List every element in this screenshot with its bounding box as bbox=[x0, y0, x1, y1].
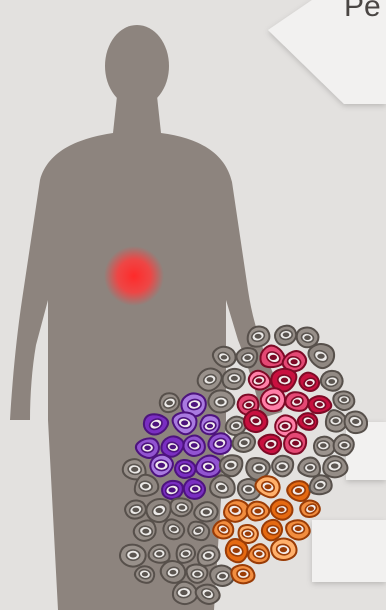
nucleus-core bbox=[220, 527, 226, 531]
nucleus-core bbox=[317, 354, 324, 359]
nucleus-core bbox=[152, 422, 159, 427]
nucleus-core bbox=[129, 553, 136, 558]
nucleus-core bbox=[280, 547, 287, 552]
nucleus-core bbox=[219, 574, 226, 579]
nucleus-core bbox=[308, 507, 314, 511]
nucleus-core bbox=[341, 398, 347, 402]
nucleus-core bbox=[207, 424, 213, 428]
nucleus-core bbox=[279, 464, 286, 469]
nucleus-core bbox=[191, 402, 198, 407]
nucleus-core bbox=[292, 441, 299, 446]
nucleus-core bbox=[158, 463, 165, 468]
nucleus-core bbox=[203, 510, 210, 515]
nucleus-core bbox=[231, 376, 238, 381]
nucleus-core bbox=[328, 379, 335, 384]
nucleus-core bbox=[255, 334, 262, 339]
nucleus-core bbox=[192, 487, 199, 492]
nucleus-core bbox=[217, 400, 224, 405]
nucleus-core bbox=[252, 418, 259, 423]
nucleus-core bbox=[304, 335, 311, 340]
nucleus-core bbox=[156, 552, 162, 556]
nucleus-core bbox=[233, 423, 240, 428]
nucleus-core bbox=[194, 572, 201, 577]
nucleus-core bbox=[305, 419, 311, 423]
nucleus-core bbox=[331, 463, 339, 468]
nucleus-core bbox=[216, 441, 223, 446]
nucleus-core bbox=[320, 443, 327, 448]
nucleus-core bbox=[132, 508, 139, 513]
nucleus-core bbox=[205, 464, 212, 469]
nucleus-core bbox=[307, 381, 313, 385]
nucleus-core bbox=[270, 528, 276, 532]
nucleus-core bbox=[282, 424, 289, 429]
nucleus-core bbox=[281, 378, 288, 383]
nucleus-core bbox=[246, 403, 252, 407]
nucleus-core bbox=[218, 485, 225, 490]
nucleus-core bbox=[279, 508, 285, 512]
nucleus-core bbox=[294, 399, 300, 403]
nucleus-core bbox=[267, 442, 274, 447]
nucleus-core bbox=[256, 466, 263, 471]
nucleus-core bbox=[195, 528, 202, 533]
nucleus-core bbox=[180, 590, 187, 595]
nucleus-core bbox=[291, 359, 298, 364]
nucleus-core bbox=[207, 377, 214, 382]
nucleus-core bbox=[352, 419, 359, 424]
nucleus-core bbox=[144, 446, 151, 451]
nucleus-core bbox=[270, 355, 277, 360]
nucleus-core bbox=[171, 527, 178, 532]
nucleus-core bbox=[240, 572, 247, 577]
nucleus-core bbox=[232, 508, 239, 513]
nucleus-core bbox=[245, 487, 252, 492]
nucleus-core bbox=[244, 355, 251, 360]
nucleus-core bbox=[131, 467, 138, 472]
nucleus-core bbox=[241, 440, 248, 445]
nucleus-core bbox=[182, 466, 189, 471]
nucleus-core bbox=[142, 572, 148, 576]
callout-label: Pe bbox=[344, 0, 381, 24]
nucleus-core bbox=[295, 488, 302, 493]
callout-panel-bottom bbox=[312, 520, 386, 582]
nucleus-core bbox=[332, 419, 339, 424]
nucleus-core bbox=[265, 484, 272, 489]
nucleus-core bbox=[341, 443, 347, 447]
tumor-hotspot-icon bbox=[104, 246, 164, 306]
nucleus-core bbox=[156, 508, 163, 513]
nucleus-core bbox=[245, 532, 251, 536]
nucleus-core bbox=[205, 553, 212, 558]
nucleus-core bbox=[170, 570, 177, 575]
nucleus-core bbox=[254, 509, 261, 514]
nucleus-core bbox=[269, 397, 276, 402]
nucleus-core bbox=[221, 355, 227, 359]
nucleus-core bbox=[179, 505, 186, 510]
nucleus-core bbox=[256, 552, 263, 557]
nucleus-core bbox=[283, 333, 290, 338]
nucleus-core bbox=[169, 488, 176, 493]
nucleus-core bbox=[295, 527, 302, 532]
nucleus-core bbox=[256, 378, 263, 383]
nucleus-core bbox=[317, 483, 324, 488]
nucleus-core bbox=[317, 402, 323, 406]
nucleus-core bbox=[227, 463, 234, 468]
nucleus-core bbox=[142, 484, 149, 489]
nucleus-core bbox=[204, 591, 211, 596]
nucleus-core bbox=[166, 401, 173, 406]
nucleus-core bbox=[183, 552, 189, 556]
nucleus-core bbox=[142, 529, 149, 534]
nucleus-core bbox=[181, 420, 188, 425]
nucleus-core bbox=[170, 445, 177, 450]
nucleus-core bbox=[191, 443, 198, 448]
nucleus-core bbox=[307, 465, 313, 469]
nucleus-core bbox=[233, 548, 240, 553]
